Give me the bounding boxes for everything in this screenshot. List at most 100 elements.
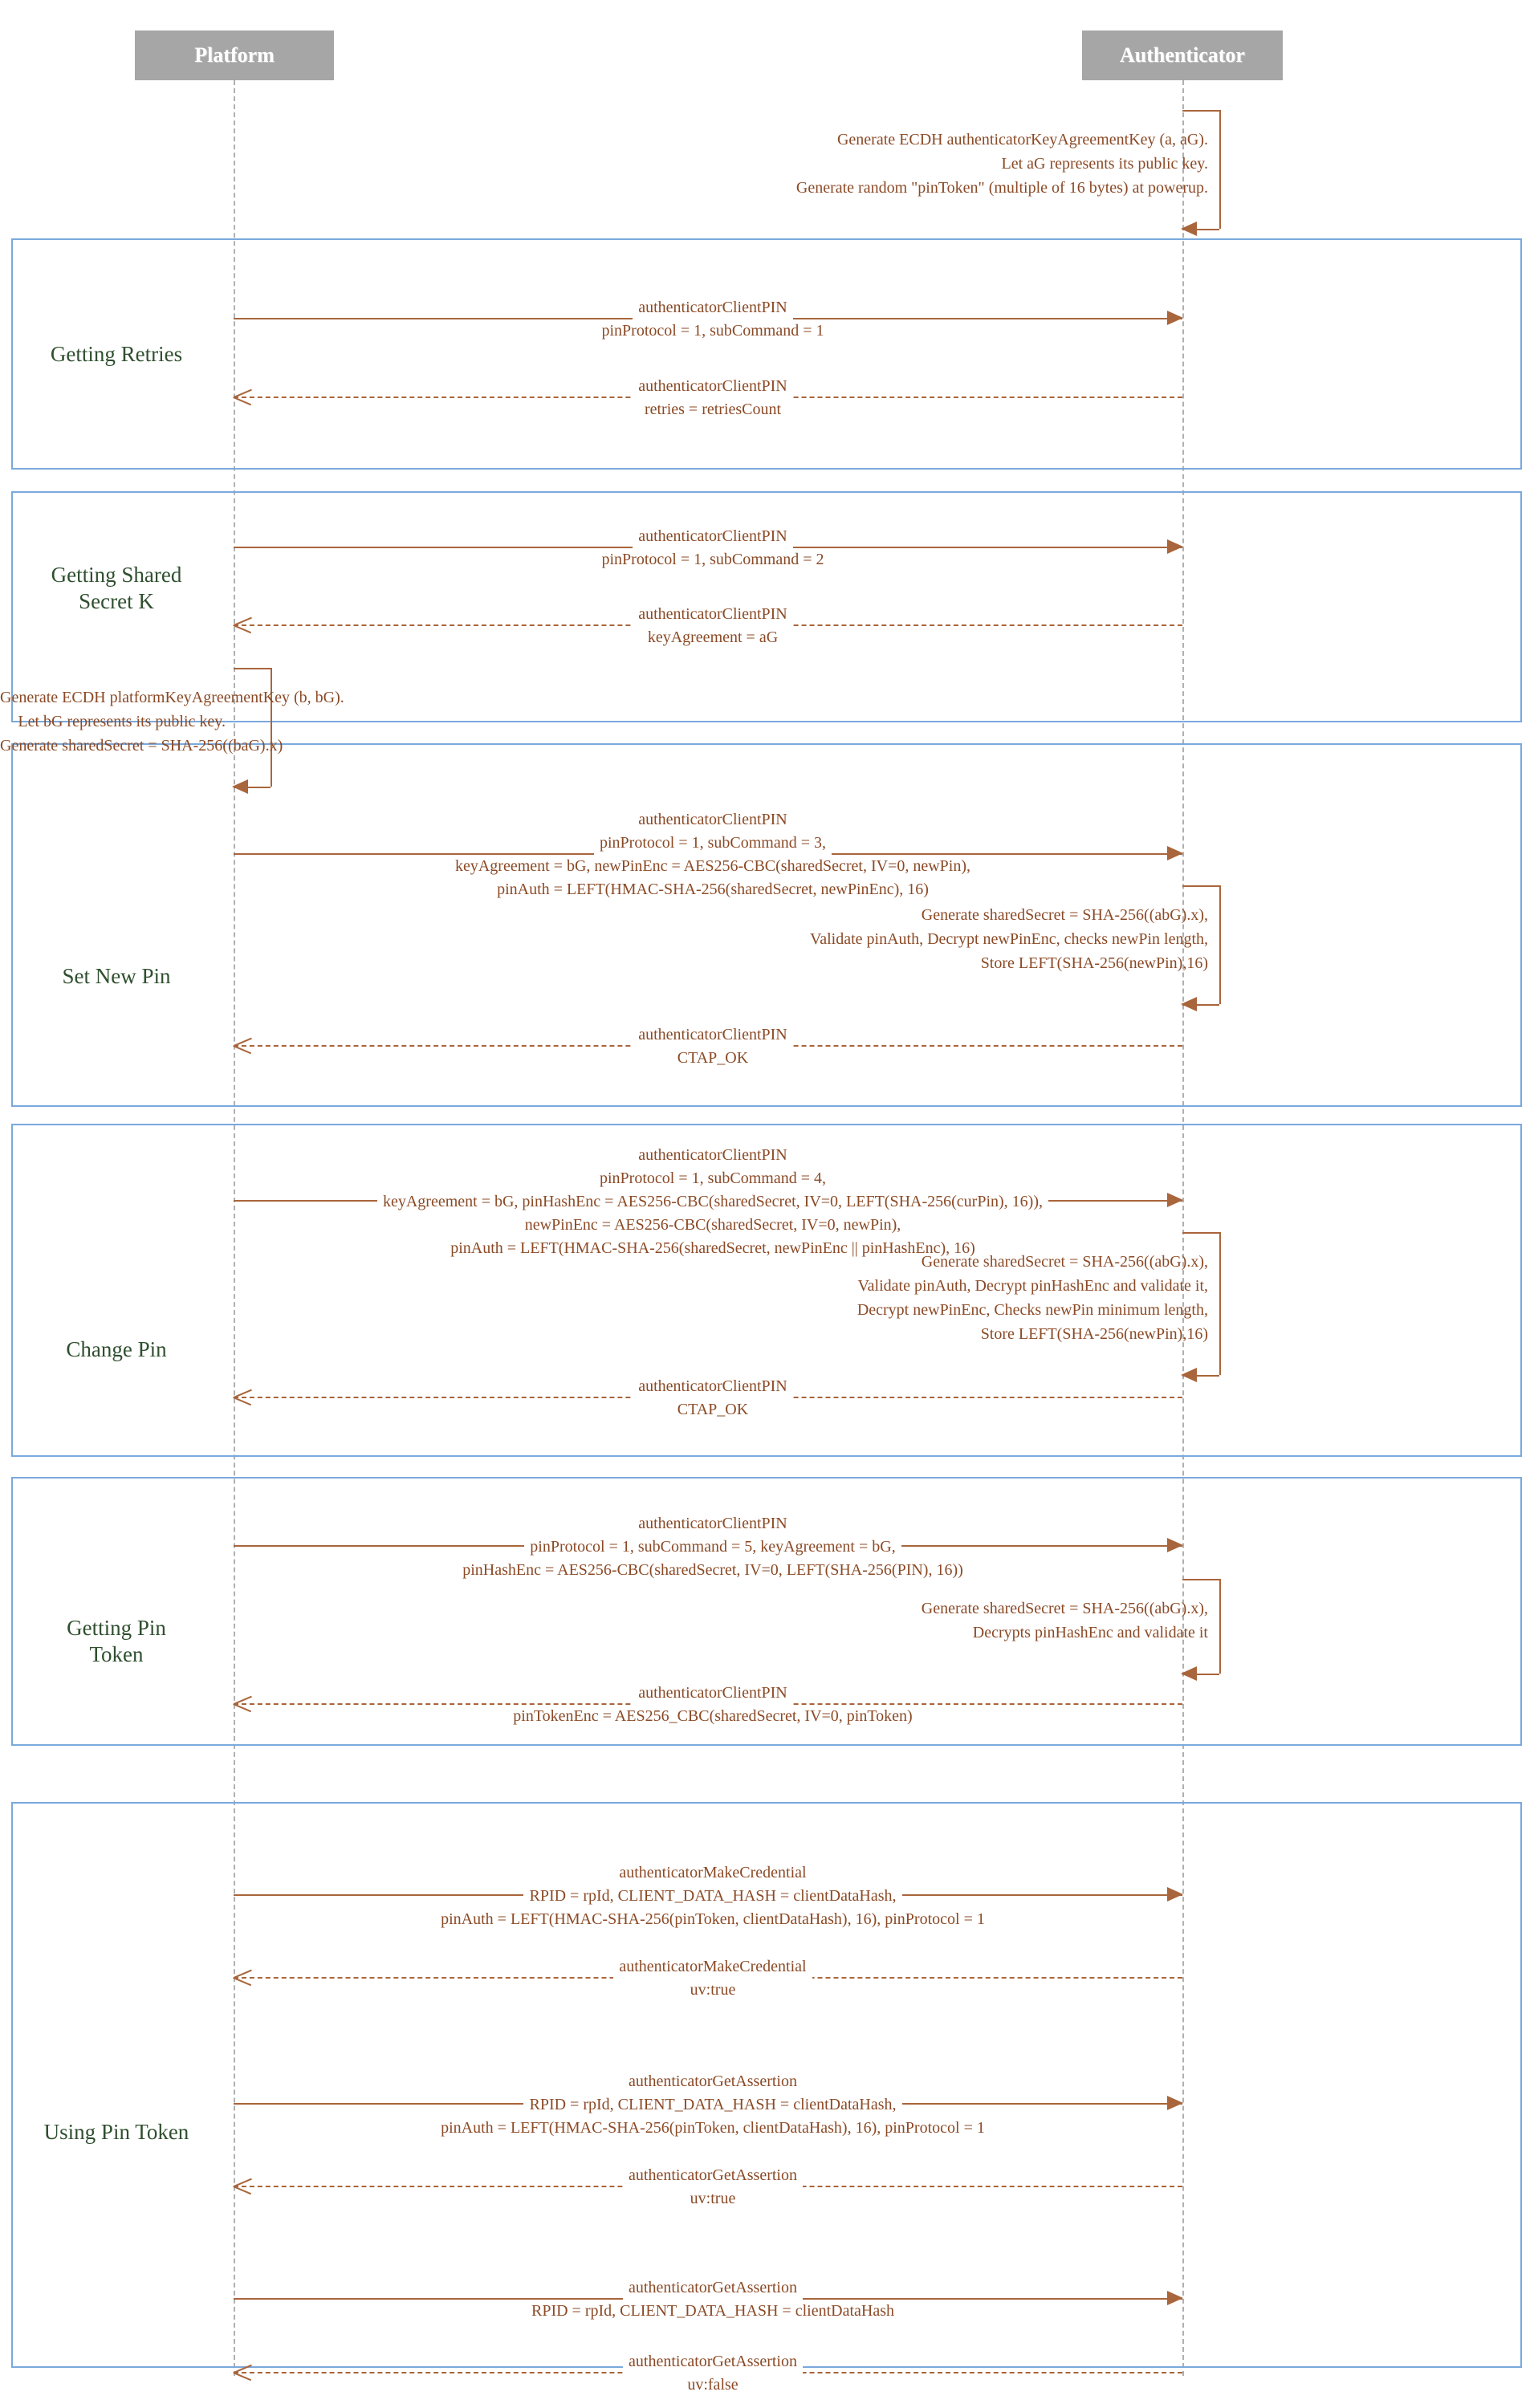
- message-label-line: uv:false: [682, 2373, 744, 2397]
- self-message-label: Generate random "pinToken" (multiple of …: [795, 179, 1208, 197]
- self-message-top-segment: [1182, 885, 1219, 887]
- message-label: authenticatorGetAssertion: [0, 2069, 1538, 2093]
- message-label-line: authenticatorClientPIN: [633, 1023, 793, 1047]
- self-message-label: Generate ECDH platformKeyAgreementKey (b…: [0, 689, 344, 706]
- message-label: authenticatorGetAssertion: [0, 2276, 1538, 2300]
- message-label-line: authenticatorClientPIN: [633, 296, 793, 319]
- self-message-bottom-segment: [234, 787, 271, 788]
- message-label-line: authenticatorClientPIN: [633, 1511, 793, 1536]
- arrow-head-right-icon: [1167, 311, 1183, 325]
- arrow-head-right-icon: [1167, 2096, 1183, 2110]
- self-message-label: Decrypt newPinEnc, Checks newPin minimum…: [856, 1301, 1208, 1319]
- self-message-label: Let aG represents its public key.: [1001, 155, 1208, 173]
- message-label-line: authenticatorGetAssertion: [623, 2350, 803, 2373]
- message-label-line: keyAgreement = bG, pinHashEnc = AES256-C…: [376, 1190, 1048, 1214]
- group-getting-pin-token: [11, 1477, 1522, 1746]
- self-message-platform[interactable]: [232, 668, 272, 794]
- message-label-line: pinAuth = LEFT(HMAC-SHA-256(pinToken, cl…: [435, 1907, 991, 1931]
- message-label: authenticatorClientPIN: [0, 1511, 1538, 1536]
- self-message-bottom-segment: [1182, 1674, 1219, 1675]
- message-label-line: pinAuth = LEFT(HMAC-SHA-256(pinToken, cl…: [435, 2116, 991, 2140]
- self-message-label: Generate sharedSecret = SHA-256((baG).x): [0, 737, 283, 755]
- arrow-head-left-icon: [1181, 1368, 1197, 1382]
- message-label: authenticatorClientPIN: [0, 525, 1538, 548]
- self-message-label: Store LEFT(SHA-256(newPin),16): [980, 1325, 1208, 1343]
- self-message-label: Decrypts pinHashEnc and validate it: [972, 1624, 1208, 1641]
- message-label-line: pinAuth = LEFT(HMAC-SHA-256(sharedSecret…: [445, 1236, 981, 1260]
- message-label-line: authenticatorClientPIN: [633, 1682, 793, 1705]
- message-label: CTAP_OK: [0, 1398, 1538, 1422]
- message-label-line: pinProtocol = 1, subCommand = 3,: [593, 832, 832, 855]
- message-label-line: pinTokenEnc = AES256_CBC(sharedSecret, I…: [507, 1705, 918, 1728]
- participant-authenticator[interactable]: Authenticator: [1082, 31, 1283, 80]
- arrow-head-left-icon: [1181, 222, 1197, 236]
- arrow-head-right-icon: [1167, 846, 1183, 860]
- arrow-head-left-icon: [1181, 1666, 1197, 1681]
- group-getting-retries: [11, 238, 1522, 470]
- message-label: authenticatorClientPIN: [0, 296, 1538, 319]
- message-label-line: authenticatorClientPIN: [633, 808, 793, 832]
- message-label: pinProtocol = 1, subCommand = 3,: [0, 832, 1538, 855]
- lifeline-authenticator: [1182, 80, 1184, 2376]
- self-message-top-segment: [234, 668, 271, 669]
- message-label: pinAuth = LEFT(HMAC-SHA-256(pinToken, cl…: [0, 1907, 1538, 1931]
- message-label: authenticatorClientPIN: [0, 603, 1538, 626]
- group-change-pin: [11, 1124, 1522, 1457]
- self-message-label: Generate sharedSecret = SHA-256((abG).x)…: [921, 1600, 1208, 1617]
- message-label-line: authenticatorGetAssertion: [623, 2276, 803, 2300]
- group-label-getting-shared-secret-k: Getting Shared Secret K: [51, 563, 182, 613]
- self-message-bottom-segment: [1182, 1375, 1219, 1377]
- message-label-line: RPID = rpId, CLIENT_DATA_HASH = clientDa…: [523, 2093, 902, 2117]
- group-label-getting-retries: Getting Retries: [50, 342, 183, 366]
- self-message-authenticator[interactable]: [1181, 1232, 1221, 1382]
- arrow-head-left-icon: [1181, 997, 1197, 1011]
- self-message-top-segment: [1182, 1579, 1219, 1580]
- arrow-head-right-icon: [1167, 1193, 1183, 1207]
- message-label: pinProtocol = 1, subCommand = 1: [0, 319, 1538, 343]
- self-message-top-segment: [1182, 1232, 1219, 1234]
- message-label: authenticatorClientPIN: [0, 808, 1538, 832]
- message-label: RPID = rpId, CLIENT_DATA_HASH = clientDa…: [0, 1884, 1538, 1908]
- message-label: pinProtocol = 1, subCommand = 4,: [0, 1166, 1538, 1190]
- message-label: CTAP_OK: [0, 1047, 1538, 1070]
- self-message-label: Validate pinAuth, Decrypt newPinEnc, che…: [810, 930, 1208, 948]
- message-label-line: authenticatorClientPIN: [633, 525, 793, 548]
- message-label: RPID = rpId, CLIENT_DATA_HASH = clientDa…: [0, 2300, 1538, 2323]
- message-label: retries = retriesCount: [0, 398, 1538, 421]
- arrow-head-left-icon: [232, 779, 248, 794]
- message-label-line: authenticatorClientPIN: [633, 1143, 793, 1167]
- group-getting-shared-secret-k: [11, 491, 1522, 722]
- message-label-line: authenticatorGetAssertion: [623, 2164, 803, 2187]
- self-message-authenticator[interactable]: [1181, 1579, 1221, 1681]
- message-label-line: pinProtocol = 1, subCommand = 2: [596, 548, 830, 571]
- group-label-set-new-pin: Set New Pin: [62, 964, 171, 988]
- arrow-head-right-icon: [1167, 539, 1183, 554]
- message-label: pinProtocol = 1, subCommand = 2: [0, 548, 1538, 571]
- group-label-using-pin-token: Using Pin Token: [43, 2120, 189, 2144]
- message-label: authenticatorMakeCredential: [0, 1955, 1538, 1979]
- message-label-line: keyAgreement = aG: [641, 626, 784, 649]
- message-label-line: CTAP_OK: [671, 1398, 755, 1422]
- self-message-label: Generate ECDH authenticatorKeyAgreementK…: [836, 131, 1208, 148]
- message-label-line: pinProtocol = 1, subCommand = 4,: [593, 1166, 832, 1190]
- self-message-label: Store LEFT(SHA-256(newPin),16): [980, 954, 1208, 972]
- arrow-head-right-icon: [1167, 1538, 1183, 1552]
- self-message-authenticator[interactable]: [1181, 110, 1221, 236]
- self-message-top-segment: [1182, 110, 1219, 112]
- self-message-authenticator[interactable]: [1181, 885, 1221, 1011]
- message-label: pinTokenEnc = AES256_CBC(sharedSecret, I…: [0, 1705, 1538, 1728]
- message-label: authenticatorClientPIN: [0, 1682, 1538, 1705]
- self-message-side-segment: [1219, 1232, 1221, 1375]
- message-label-line: pinProtocol = 1, subCommand = 5, keyAgre…: [524, 1535, 901, 1559]
- participant-platform[interactable]: Platform: [135, 31, 334, 80]
- message-label: pinAuth = LEFT(HMAC-SHA-256(pinToken, cl…: [0, 2116, 1538, 2140]
- message-label-line: CTAP_OK: [671, 1047, 755, 1070]
- message-label: pinAuth = LEFT(HMAC-SHA-256(sharedSecret…: [0, 1236, 1538, 1260]
- message-label: pinAuth = LEFT(HMAC-SHA-256(sharedSecret…: [0, 878, 1538, 901]
- self-message-side-segment: [1219, 885, 1221, 1004]
- message-label: authenticatorMakeCredential: [0, 1861, 1538, 1885]
- message-label: authenticatorGetAssertion: [0, 2350, 1538, 2373]
- group-label-getting-pin-token: Getting Pin Token: [67, 1616, 166, 1666]
- message-label-line: retries = retriesCount: [638, 398, 787, 421]
- self-message-bottom-segment: [1182, 1004, 1219, 1006]
